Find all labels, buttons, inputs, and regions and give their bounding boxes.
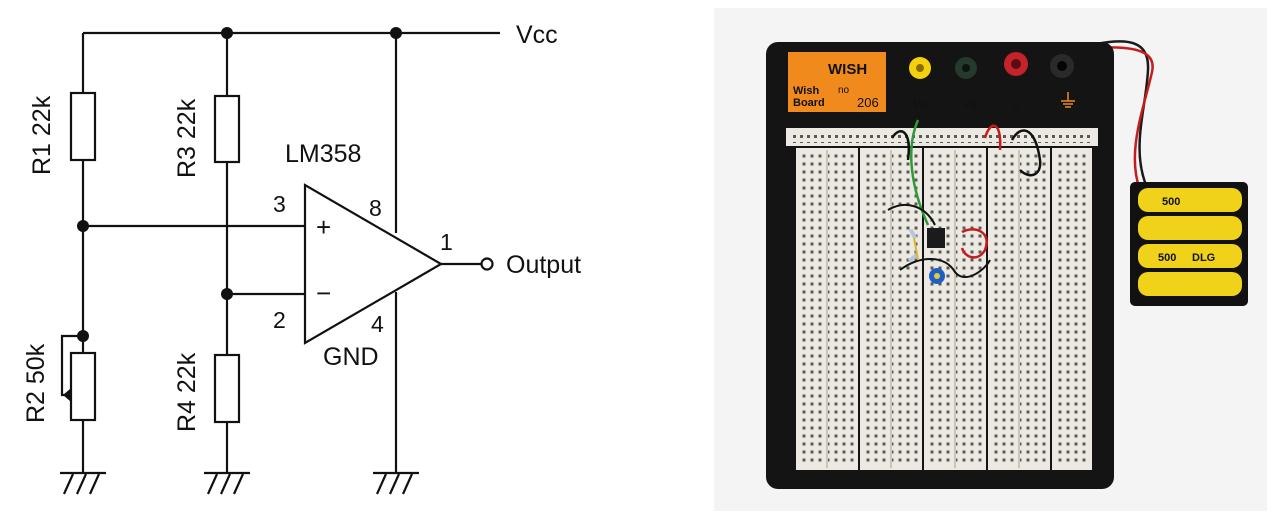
strip-holes bbox=[1056, 152, 1088, 466]
junction-dot bbox=[221, 27, 233, 39]
terminal-strips bbox=[796, 148, 1092, 470]
brand-line1: Wish bbox=[793, 85, 819, 97]
junction-dot bbox=[77, 220, 89, 232]
trimmer-knob bbox=[934, 273, 940, 279]
plus-sign: + bbox=[316, 212, 331, 242]
binding-post-core bbox=[962, 64, 970, 72]
terminal-label-v: V bbox=[1012, 97, 1020, 111]
pin-8-label: 8 bbox=[369, 195, 382, 221]
junctions bbox=[77, 27, 402, 342]
r3-label: R3 22k bbox=[173, 98, 201, 178]
pot-wiper bbox=[60, 334, 83, 397]
resistor-r4 bbox=[213, 353, 241, 424]
circuit-schematic bbox=[60, 31, 500, 495]
pin-4-label: 4 bbox=[371, 311, 384, 337]
jumper-wire-green bbox=[909, 119, 930, 226]
binding-post-core bbox=[1011, 59, 1021, 69]
battery-brand: DLG bbox=[1192, 252, 1215, 264]
ground-symbol-middle bbox=[204, 471, 250, 495]
jumper-wire-red bbox=[960, 228, 988, 259]
jumper-wire-black bbox=[1010, 129, 1042, 177]
terminal-label-va: Va bbox=[913, 97, 927, 111]
vcc-label: Vcc bbox=[516, 21, 558, 49]
resistor-r1 bbox=[69, 91, 97, 162]
junction-dot bbox=[221, 288, 233, 300]
opamp-triangle bbox=[303, 183, 444, 345]
component-lead bbox=[913, 237, 919, 261]
ground-mark-icon bbox=[1061, 92, 1075, 108]
pin-1-label: 1 bbox=[440, 229, 453, 255]
top-strip-holes bbox=[792, 131, 1092, 143]
battery-cell bbox=[1138, 272, 1242, 296]
output-terminal bbox=[480, 257, 494, 271]
output-label: Output bbox=[506, 251, 581, 279]
wiper-arrowhead bbox=[63, 389, 70, 401]
r1-label: R1 22k bbox=[28, 95, 56, 175]
brand-logo: WISH bbox=[828, 61, 867, 78]
ground-symbol-left bbox=[60, 471, 106, 495]
resistor-r2 bbox=[69, 351, 97, 422]
battery-label-3: 500 bbox=[1158, 252, 1176, 264]
jumper-wire-black bbox=[890, 130, 911, 161]
binding-post-core bbox=[1057, 61, 1067, 71]
ic-label: LM358 bbox=[285, 140, 361, 168]
r2-label: R2 50k bbox=[22, 343, 50, 423]
pin-3-label: 3 bbox=[273, 191, 286, 217]
jumper-wire-black bbox=[887, 204, 936, 226]
pin-2-label: 2 bbox=[273, 307, 286, 333]
junction-dot bbox=[390, 27, 402, 39]
battery-cell bbox=[1138, 188, 1242, 212]
brand-line2: Board bbox=[793, 97, 825, 109]
brand-no-label: no bbox=[838, 85, 850, 96]
jumper-wire-red bbox=[983, 124, 1002, 151]
battery-label-1: 500 bbox=[1162, 196, 1180, 208]
binding-post-core bbox=[916, 64, 924, 72]
r4-label: R4 22k bbox=[173, 352, 201, 432]
gnd-label: GND bbox=[323, 343, 379, 371]
resistor-component bbox=[907, 253, 919, 263]
battery-cell bbox=[1138, 216, 1242, 240]
breadboard-photo: WISH Wish Board no 206 Va Vb V bbox=[714, 8, 1267, 511]
opamp-chip bbox=[927, 228, 945, 248]
resistor-r3 bbox=[213, 94, 241, 164]
junction-dot bbox=[77, 330, 89, 342]
jumper-wire-black bbox=[899, 258, 991, 279]
brand-number: 206 bbox=[857, 95, 879, 110]
minus-sign: − bbox=[316, 278, 331, 308]
brand-label bbox=[788, 52, 886, 112]
battery-cell bbox=[1138, 244, 1242, 268]
terminal-label-vb: Vb bbox=[962, 97, 977, 111]
ground-symbol-right bbox=[373, 471, 419, 495]
resistor-component bbox=[908, 228, 918, 240]
